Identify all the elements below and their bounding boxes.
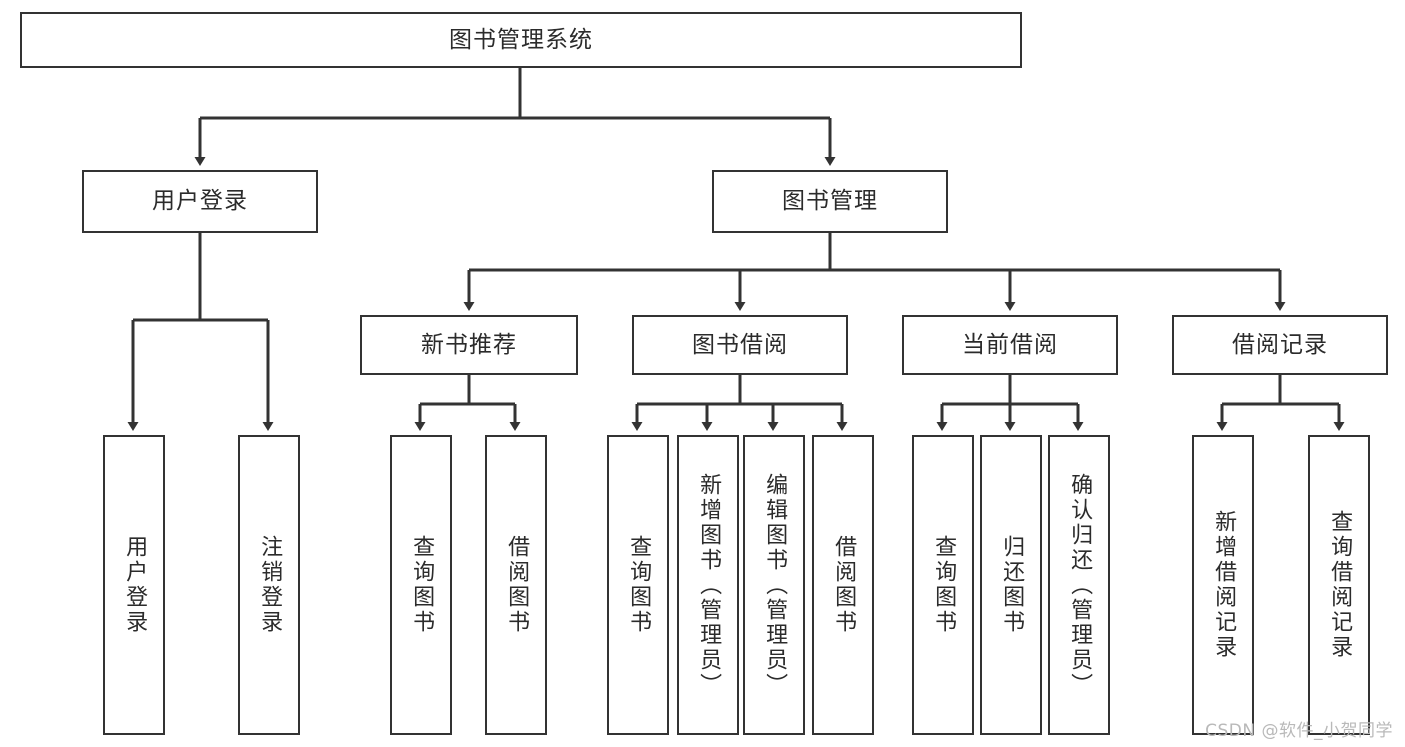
node-leaf-add-borrow-record[interactable]: 新增借阅记录 xyxy=(1192,435,1254,735)
node-leaf-add-book[interactable]: 新增图书（管理员） xyxy=(677,435,739,735)
node-label: 借阅图书 xyxy=(504,535,530,635)
node-label: 当前借阅 xyxy=(962,331,1058,358)
node-root-book-management-system[interactable]: 图书管理系统 xyxy=(20,12,1022,68)
node-leaf-borrow-book-recommend[interactable]: 借阅图书 xyxy=(485,435,547,735)
node-label: 图书管理 xyxy=(782,188,878,215)
node-book-management[interactable]: 图书管理 xyxy=(712,170,948,233)
node-leaf-return-book[interactable]: 归还图书 xyxy=(980,435,1042,735)
node-borrow-record[interactable]: 借阅记录 xyxy=(1172,315,1388,375)
node-label: 新增借阅记录 xyxy=(1211,510,1237,660)
node-leaf-logout-login[interactable]: 注销登录 xyxy=(238,435,300,735)
node-label: 查询图书 xyxy=(626,535,652,635)
node-label: 确认归还（管理员） xyxy=(1067,472,1093,698)
node-current-borrow[interactable]: 当前借阅 xyxy=(902,315,1118,375)
node-label: 借阅图书 xyxy=(831,535,857,635)
node-book-borrow[interactable]: 图书借阅 xyxy=(632,315,848,375)
node-leaf-edit-book[interactable]: 编辑图书（管理员） xyxy=(743,435,805,735)
node-leaf-query-book-borrow[interactable]: 查询图书 xyxy=(607,435,669,735)
node-label: 图书管理系统 xyxy=(449,26,593,53)
node-label: 注销登录 xyxy=(257,535,283,635)
node-label: 查询图书 xyxy=(409,535,435,635)
node-leaf-query-book-current[interactable]: 查询图书 xyxy=(912,435,974,735)
node-label: 用户登录 xyxy=(152,188,248,215)
node-label: 图书借阅 xyxy=(692,331,788,358)
node-label: 借阅记录 xyxy=(1232,331,1328,358)
node-label: 新书推荐 xyxy=(421,331,517,358)
node-leaf-confirm-return[interactable]: 确认归还（管理员） xyxy=(1048,435,1110,735)
node-label: 用户登录 xyxy=(122,535,148,635)
node-new-book-recommend[interactable]: 新书推荐 xyxy=(360,315,578,375)
node-label: 归还图书 xyxy=(999,535,1025,635)
node-label: 查询图书 xyxy=(931,535,957,635)
csdn-watermark: CSDN @软件_小贺同学 xyxy=(1205,721,1393,741)
node-leaf-query-borrow-record[interactable]: 查询借阅记录 xyxy=(1308,435,1370,735)
node-user-login[interactable]: 用户登录 xyxy=(82,170,318,233)
node-label: 查询借阅记录 xyxy=(1327,510,1353,660)
node-leaf-user-login[interactable]: 用户登录 xyxy=(103,435,165,735)
node-leaf-query-book-recommend[interactable]: 查询图书 xyxy=(390,435,452,735)
node-leaf-borrow-book[interactable]: 借阅图书 xyxy=(812,435,874,735)
node-label: 编辑图书（管理员） xyxy=(762,472,788,698)
node-label: 新增图书（管理员） xyxy=(696,472,722,698)
